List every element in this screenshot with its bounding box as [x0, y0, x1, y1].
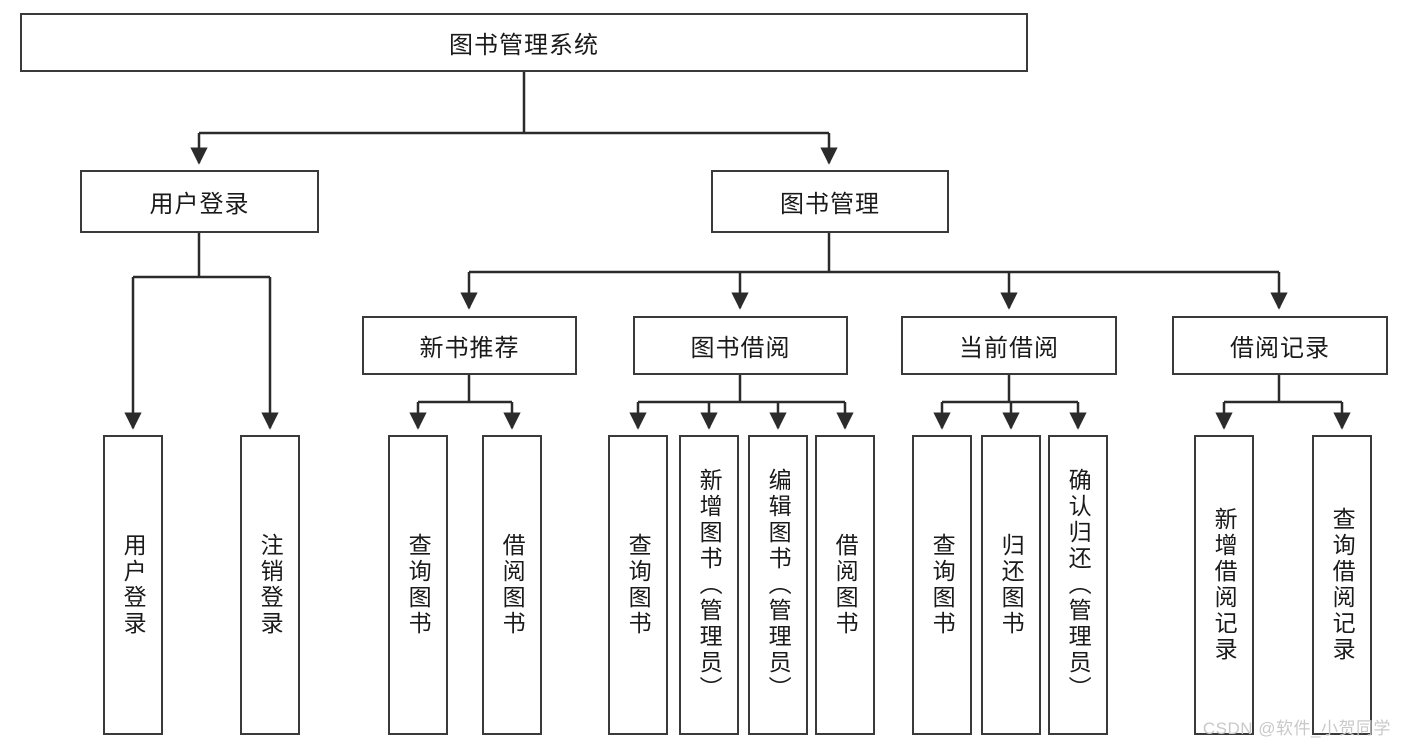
leaf-book-borrow-borrow-book[interactable]: 借阅图书 — [815, 435, 875, 735]
node-user-login[interactable]: 用户登录 — [80, 170, 319, 233]
node-book-management-label: 图书管理 — [780, 191, 880, 218]
node-book-borrow-label: 图书借阅 — [690, 335, 791, 362]
leaf-label: 查询借阅记录 — [1329, 507, 1356, 663]
leaf-label: 借阅图书 — [832, 533, 859, 637]
leaf-user-login-login[interactable]: 用户登录 — [103, 435, 163, 735]
leaf-current-borrow-return-book[interactable]: 归还图书 — [981, 435, 1041, 735]
leaf-label: 查询图书 — [405, 533, 432, 637]
node-root-system-label: 图书管理系统 — [449, 32, 599, 59]
node-new-book-recommend-label: 新书推荐 — [419, 335, 520, 362]
leaf-label: 确认归还（管理员） — [1065, 468, 1092, 702]
leaf-label: 用户登录 — [120, 533, 147, 637]
csdn-watermark: CSDN @软件_小贺同学 — [1202, 719, 1391, 738]
leaf-new-book-borrow-book[interactable]: 借阅图书 — [482, 435, 542, 735]
leaf-book-borrow-edit-book[interactable]: 编辑图书（管理员） — [748, 435, 808, 735]
leaf-book-borrow-query-book[interactable]: 查询图书 — [608, 435, 668, 735]
leaf-current-borrow-query-book[interactable]: 查询图书 — [912, 435, 972, 735]
leaf-borrow-record-query-record[interactable]: 查询借阅记录 — [1312, 435, 1372, 735]
node-root-system[interactable]: 图书管理系统 — [20, 13, 1028, 72]
leaf-label: 新增图书（管理员） — [696, 468, 723, 702]
leaf-borrow-record-add-record[interactable]: 新增借阅记录 — [1194, 435, 1254, 735]
leaf-current-borrow-confirm-return[interactable]: 确认归还（管理员） — [1048, 435, 1108, 735]
leaf-label: 新增借阅记录 — [1211, 507, 1238, 663]
node-current-borrow[interactable]: 当前借阅 — [901, 316, 1117, 375]
node-current-borrow-label: 当前借阅 — [959, 335, 1059, 362]
leaf-book-borrow-add-book[interactable]: 新增图书（管理员） — [679, 435, 739, 735]
leaf-label: 借阅图书 — [499, 533, 526, 637]
leaf-label: 查询图书 — [625, 533, 652, 637]
leaf-label: 归还图书 — [998, 533, 1025, 637]
leaf-label: 注销登录 — [257, 533, 284, 637]
node-borrow-record[interactable]: 借阅记录 — [1172, 316, 1388, 375]
node-book-borrow[interactable]: 图书借阅 — [633, 316, 848, 375]
leaf-label: 查询图书 — [929, 533, 956, 637]
node-book-management[interactable]: 图书管理 — [711, 170, 949, 233]
leaf-label: 编辑图书（管理员） — [765, 468, 792, 702]
leaf-new-book-query-book[interactable]: 查询图书 — [388, 435, 448, 735]
leaf-user-login-logout[interactable]: 注销登录 — [240, 435, 300, 735]
node-user-login-label: 用户登录 — [149, 191, 250, 218]
node-new-book-recommend[interactable]: 新书推荐 — [362, 316, 577, 375]
node-borrow-record-label: 借阅记录 — [1230, 335, 1330, 362]
